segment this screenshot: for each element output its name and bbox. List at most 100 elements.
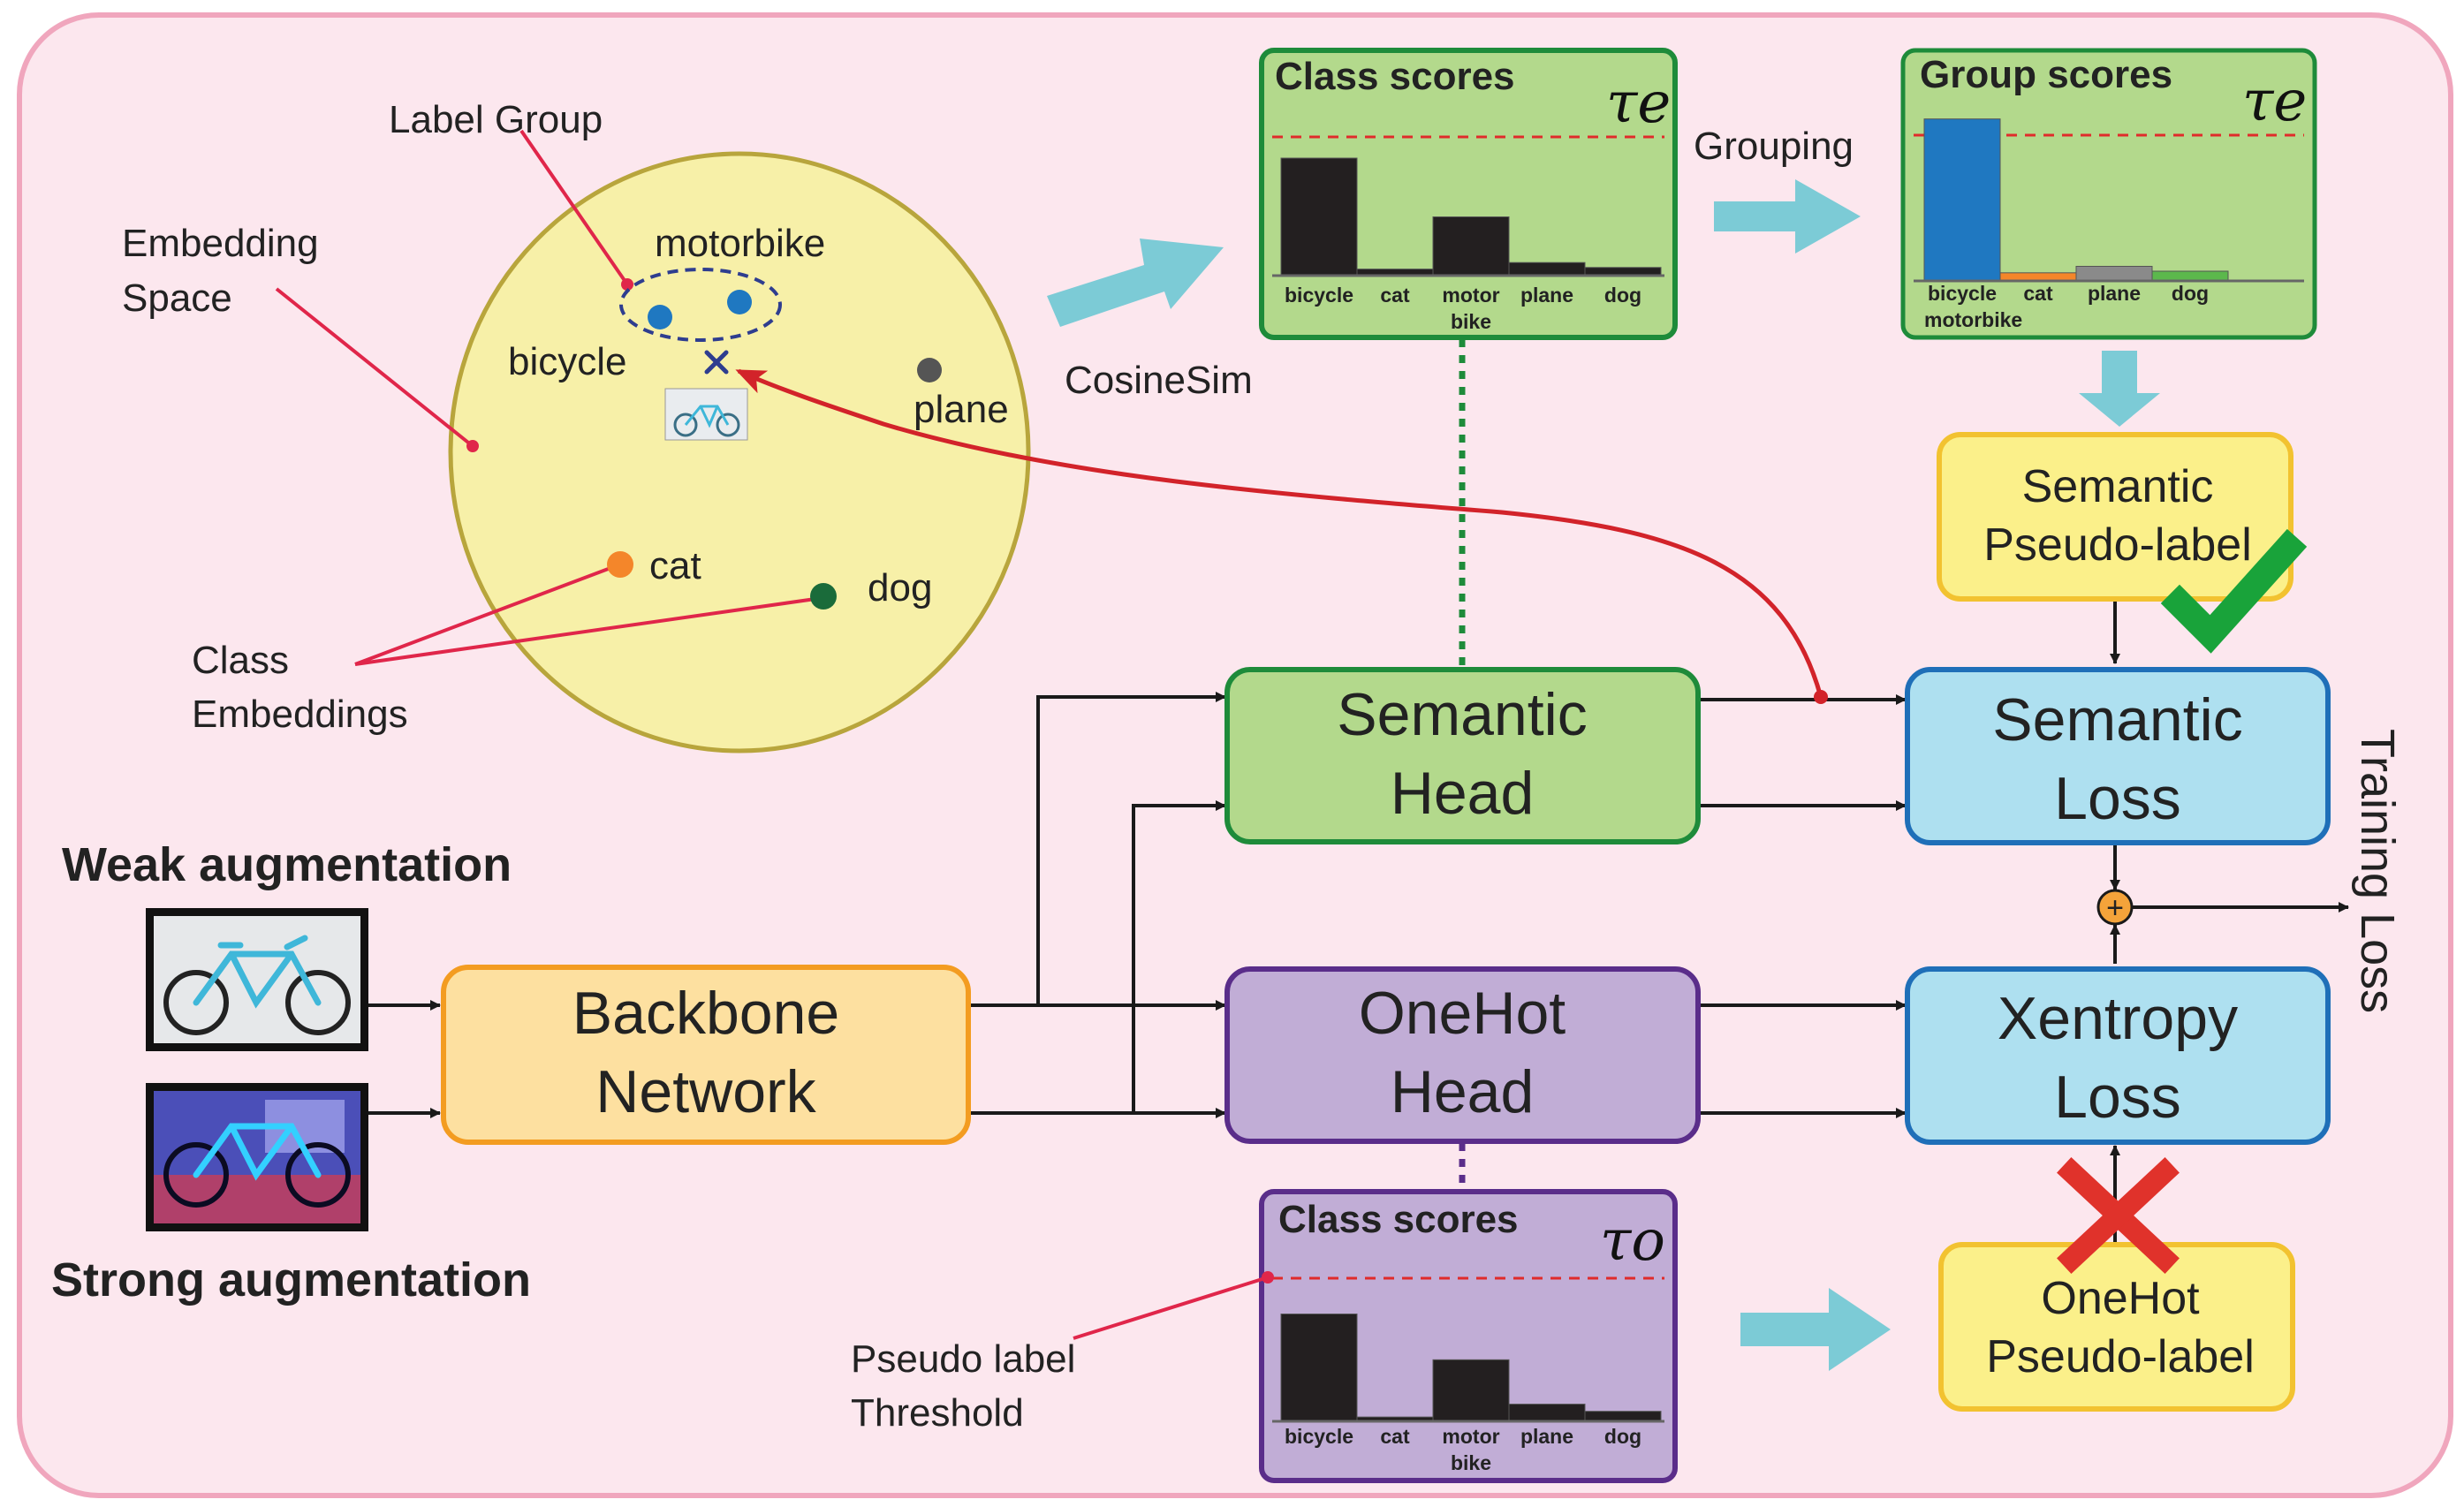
cross-icon [2057, 1157, 2180, 1274]
plus-symbol: + [2106, 891, 2124, 925]
cat-label: cat [649, 544, 701, 587]
bar-bicycle-motorbike [1923, 118, 2001, 282]
training-loss-label: Training Loss [2351, 729, 2404, 1013]
threshold-pointer-line [1073, 1276, 1269, 1340]
cosine-sim-label: CosineSim [1065, 359, 1253, 402]
onehot-head-label-line2: Head [1391, 1058, 1535, 1125]
tick-label: motorbike [1924, 308, 2022, 331]
tick-label: dog [2172, 282, 2209, 305]
xentropy-loss-label-line1: Xentropy [1998, 985, 2238, 1052]
label-group-label: Label Group [389, 98, 603, 141]
feedback-origin-dot [1814, 690, 1828, 704]
class-embeddings-label-line1: Class [192, 639, 289, 682]
tick-label: bicycle [1285, 284, 1353, 307]
class-scores-chart-onehot: Class scores τo bicycle cat motor bike plane… [1259, 1189, 1678, 1483]
strong-augmentation-label: Strong augmentation [51, 1253, 531, 1306]
tau-o-symbol: τo [1600, 1208, 1665, 1274]
onehot-pseudo-label-box: OneHot Pseudo-label [1938, 1242, 2295, 1412]
motorbike-embedding-dot-1 [648, 305, 672, 329]
motorbike-embedding-dot-2 [727, 290, 752, 314]
plus-circle-icon: + [2096, 889, 2134, 926]
weak-augmentation-label: Weak augmentation [62, 838, 512, 891]
backbone-network-box: Backbone Network [441, 965, 971, 1145]
xentropy-loss-label-line2: Loss [2054, 1064, 2181, 1131]
threshold-pointer-dot [1262, 1271, 1274, 1284]
semantic-pseudo-label-line2: Pseudo-label [1983, 519, 2252, 571]
weak-augmentation-image [146, 908, 368, 1051]
bar-dog [2151, 270, 2229, 282]
tick-label: bicycle [1285, 1425, 1353, 1448]
cosine-sim-arrow [1047, 239, 1224, 327]
grouping-label: Grouping [1694, 125, 1854, 168]
dog-label: dog [868, 566, 932, 610]
bicycle-label: bicycle [508, 340, 627, 383]
bar-plane [1508, 261, 1586, 276]
tick-label: motor [1442, 284, 1499, 307]
tick-label: motor [1442, 1425, 1499, 1448]
onehot-pseudo-label-line2: Pseudo-label [1986, 1331, 2255, 1382]
plane-label: plane [914, 388, 1009, 431]
semantic-pseudo-label-line1: Semantic [2022, 461, 2214, 512]
flow-arrows [368, 601, 2349, 1243]
x-marker-icon [704, 350, 729, 375]
semantic-head-box: Semantic Head [1224, 667, 1701, 844]
sample-bicycle-thumbnail [664, 388, 748, 441]
grouping-arrow [1714, 179, 1861, 254]
onehot-scores-arrow [1740, 1288, 1891, 1371]
bar-bicycle [1280, 1314, 1358, 1422]
tau-e-symbol: τe [1606, 71, 1671, 136]
label-group-ellipse [619, 268, 782, 342]
bar-motor-bike [1432, 1359, 1510, 1422]
tick-label: dog [1604, 1425, 1641, 1448]
tick-label: cat [1380, 284, 1410, 307]
dog-embedding-dot [810, 583, 837, 610]
bar-plane [2075, 266, 2153, 282]
tick-label: cat [1380, 1425, 1410, 1448]
tick-label: bike [1451, 310, 1491, 333]
check-icon [2160, 528, 2308, 654]
bar-motor-bike [1432, 216, 1510, 276]
semantic-loss-label-line1: Semantic [1992, 686, 2242, 754]
tick-label: plane [1520, 284, 1573, 307]
onehot-head-box: OneHot Head [1224, 966, 1701, 1144]
strong-augmentation-image [146, 1083, 368, 1231]
bar-dog [1584, 1411, 1662, 1422]
tick-label: bicycle [1928, 282, 1997, 305]
semantic-loss-box: Semantic Loss [1905, 667, 2331, 845]
backbone-label-line1: Backbone [572, 980, 839, 1047]
threshold-label-line1: Pseudo label [851, 1337, 1075, 1381]
xentropy-loss-box: Xentropy Loss [1905, 966, 2331, 1145]
group-to-pseudo-arrow [2079, 351, 2160, 427]
embedding-space-label-line1: Embedding [122, 222, 319, 265]
backbone-label-line2: Network [595, 1058, 816, 1125]
onehot-pseudo-label-line1: OneHot [2041, 1273, 2200, 1324]
chart-title: Class scores [1278, 1198, 1519, 1241]
cat-embedding-dot [607, 551, 633, 578]
class-scores-chart-semantic: Class scores τe bicycle cat motor bike plane… [1259, 48, 1678, 340]
semantic-head-label-line2: Head [1391, 760, 1535, 827]
tick-label: dog [1604, 284, 1641, 307]
tick-label: bike [1451, 1451, 1491, 1474]
embedding-space-label-line2: Space [122, 276, 232, 320]
chart-title: Group scores [1920, 53, 2172, 96]
tick-label: plane [1520, 1425, 1573, 1448]
semantic-loss-label-line2: Loss [2054, 765, 2181, 832]
threshold-label-line2: Threshold [851, 1391, 1024, 1435]
tick-label: plane [2088, 282, 2141, 305]
plane-embedding-dot [917, 358, 942, 382]
embedding-space-circle [448, 151, 1031, 754]
tick-label: cat [2023, 282, 2053, 305]
motorbike-label: motorbike [655, 222, 825, 265]
onehot-head-label-line1: OneHot [1359, 980, 1566, 1047]
embedding-feedback-arrow [735, 368, 1823, 698]
chart-title: Class scores [1275, 55, 1515, 98]
bar-plane [1508, 1404, 1586, 1422]
tau-e-symbol: τe [2242, 69, 2307, 134]
semantic-head-label-line1: Semantic [1337, 681, 1587, 748]
class-embeddings-label-line2: Embeddings [192, 693, 408, 736]
bar-bicycle [1280, 157, 1358, 276]
semantic-pseudo-label-box: Semantic Pseudo-label [1937, 432, 2293, 602]
fat-arrows [1047, 179, 2160, 1371]
